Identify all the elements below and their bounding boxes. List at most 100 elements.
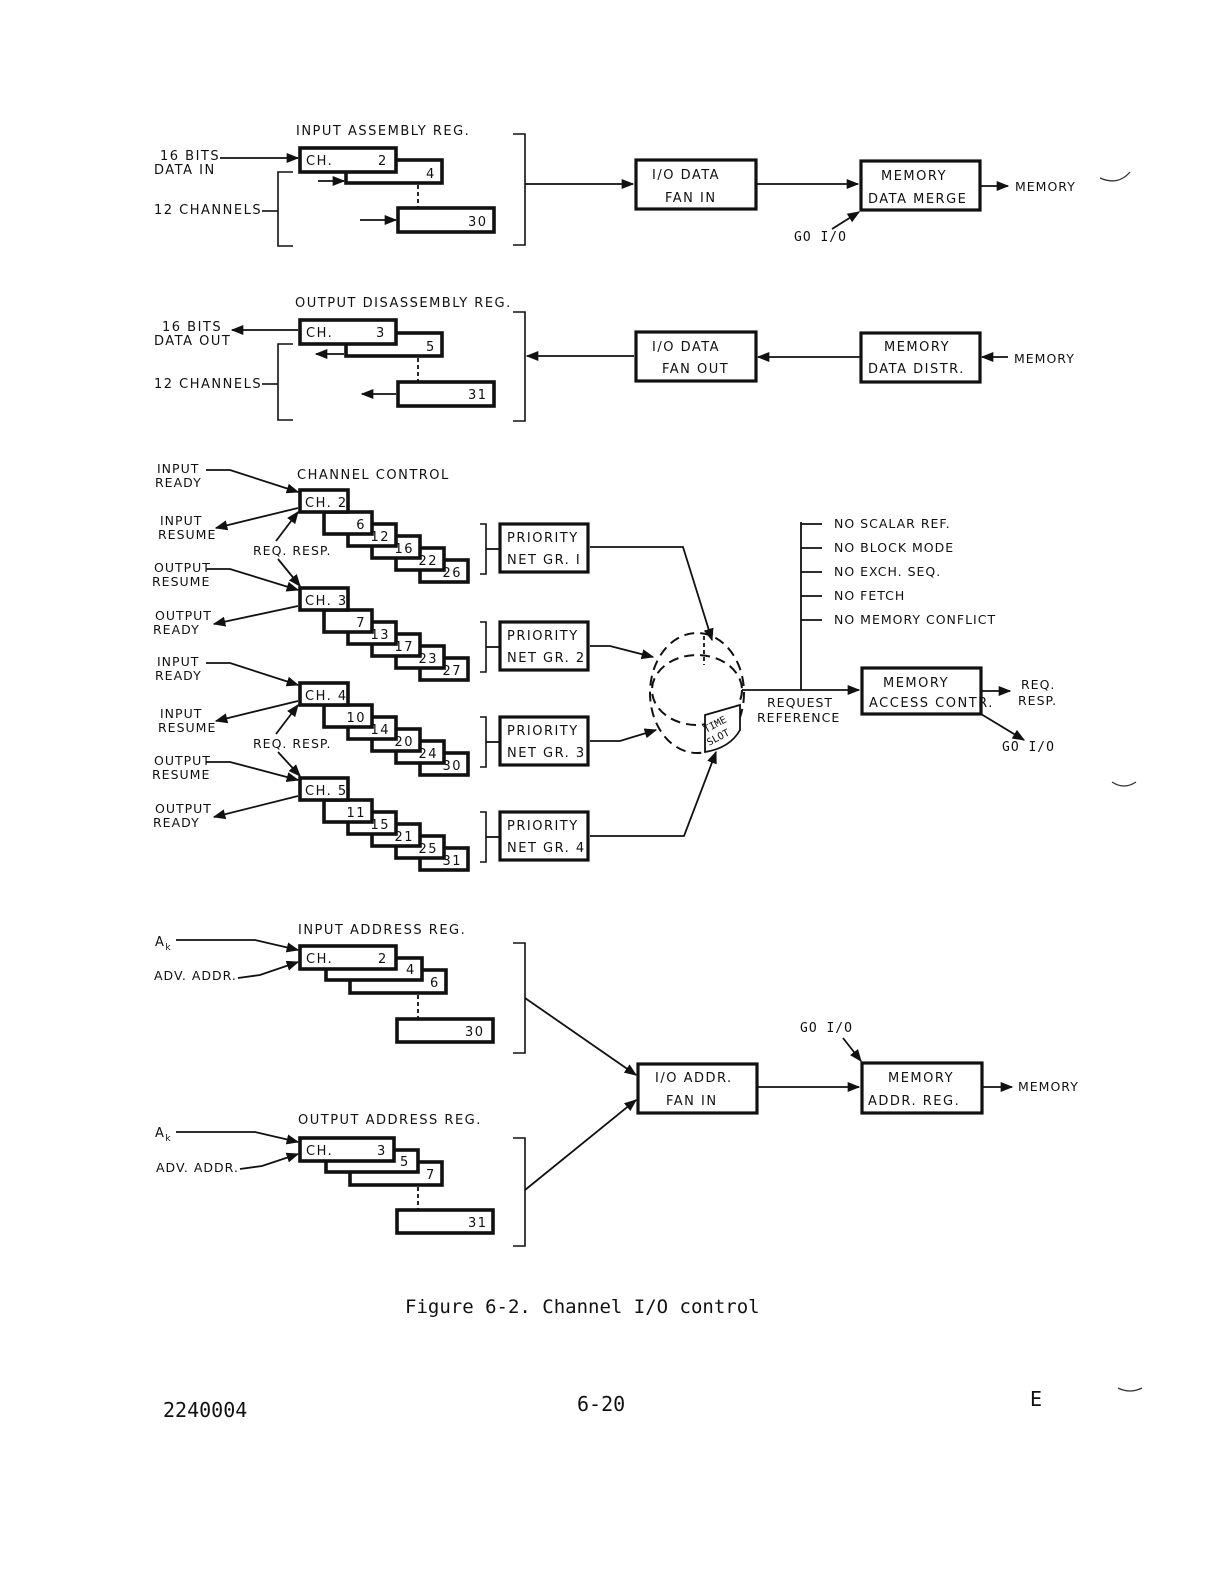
channel-first-register <box>298 681 350 707</box>
channel-number: 7 <box>356 616 366 631</box>
req-label: REQ. <box>1021 677 1055 692</box>
register-ch2 <box>298 146 398 174</box>
request-label: REQUEST <box>767 695 833 710</box>
register-number: 7 <box>426 1168 436 1183</box>
register-number: 2 <box>378 952 388 967</box>
req-resp-arrow <box>275 510 299 542</box>
channels-bracket <box>277 171 293 247</box>
net-group-label: NET GR. 3 <box>507 746 586 761</box>
register-ch3 <box>298 1136 396 1163</box>
input-ready-label: INPUT <box>157 461 199 476</box>
input-assembly-section: INPUT ASSEMBLY REG. 16 BITS DATA IN 12 C… <box>154 124 1076 247</box>
register-ch30 <box>396 206 496 234</box>
input-ready-arrow <box>206 662 300 687</box>
ak-label: Ak <box>155 1126 172 1144</box>
register-number: 4 <box>426 167 436 182</box>
input-resume-label: RESUME <box>158 527 216 542</box>
adv-addr-label: ADV. ADDR. <box>154 968 237 983</box>
register-ch31 <box>395 1208 495 1235</box>
gr4-to-timeslot <box>590 750 717 837</box>
channel-first-label: CH. 2 <box>305 496 348 511</box>
block-label: DATA MERGE <box>868 192 967 207</box>
ak-arrow <box>176 1131 300 1145</box>
block-label: FAN IN <box>665 191 717 206</box>
register-number: 30 <box>465 1025 485 1040</box>
channel-first-register <box>298 586 350 612</box>
block-label: I/O ADDR. <box>655 1071 733 1086</box>
req-resp-arrow <box>275 703 299 735</box>
register-prefix: CH. <box>306 1144 333 1159</box>
register-group-bracket <box>513 311 526 422</box>
output-resume-label: RESUME <box>152 767 210 782</box>
ak-arrow <box>176 939 300 953</box>
register-group-bracket <box>513 1137 526 1247</box>
address-section: INPUT ADDRESS REG. Ak ADV. ADDR. 6 4 CH.… <box>154 923 1078 1247</box>
data-out-label-1: 16 BITS <box>162 320 222 335</box>
net-group-label: NET GR. 4 <box>507 841 586 856</box>
input-ready-label: READY <box>155 475 202 490</box>
io-data-fan-out-block <box>634 330 758 383</box>
memory-access-contr-block <box>860 666 983 716</box>
register-number: 2 <box>378 154 388 169</box>
channel-number: 25 <box>418 842 438 857</box>
block-label: MEMORY <box>883 676 949 691</box>
adv-addr-arrow <box>237 960 300 979</box>
channel-number: 15 <box>370 818 390 833</box>
output-disassembly-section: OUTPUT DISASSEMBLY REG. 16 BITS DATA OUT… <box>154 296 1075 422</box>
block-label: ACCESS CONTR. <box>869 696 994 711</box>
req-resp-arrow <box>277 751 301 777</box>
priority-net-block <box>498 715 590 767</box>
go-io-arrow <box>831 211 861 230</box>
channel-first-label: CH. 5 <box>305 784 348 799</box>
channel-first-register <box>298 776 350 802</box>
priority-label: PRIORITY <box>507 724 579 739</box>
channel-number: 6 <box>356 518 366 533</box>
io-data-fan-in-block <box>634 158 758 211</box>
input-assembly-title: INPUT ASSEMBLY REG. <box>296 124 470 139</box>
register-ch31 <box>396 380 496 408</box>
margin-mark <box>1111 781 1137 787</box>
condition-label: NO SCALAR REF. <box>834 516 951 531</box>
register-prefix: CH. <box>306 154 333 169</box>
req-resp-label: REQ. RESP. <box>253 543 331 558</box>
channel-first-register <box>298 488 350 514</box>
channel-number: 26 <box>442 566 462 581</box>
ak-label: Ak <box>155 935 172 953</box>
register-number: 6 <box>430 976 440 991</box>
channel-number: 21 <box>394 830 414 845</box>
register-number: 3 <box>376 326 386 341</box>
priority-net-block <box>498 620 590 672</box>
register-ch3 <box>298 318 398 346</box>
memory-label: MEMORY <box>1015 179 1076 194</box>
input-ready-label: READY <box>155 668 202 683</box>
condition-label: NO MEMORY CONFLICT <box>834 612 996 627</box>
memory-label: MEMORY <box>1014 351 1075 366</box>
input-resume-label: RESUME <box>158 720 216 735</box>
block-label: MEMORY <box>888 1071 954 1086</box>
figure-caption: Figure 6-2. Channel I/O control <box>405 1296 760 1318</box>
channels-bracket <box>277 343 293 421</box>
output-ready-label: OUTPUT <box>155 608 212 623</box>
output-ready-label: READY <box>153 622 200 637</box>
io-addr-fan-in-block <box>636 1062 759 1115</box>
block-label: DATA DISTR. <box>868 362 965 377</box>
channel-number: 14 <box>370 723 390 738</box>
priority-bracket <box>480 716 487 768</box>
input-resume-arrow <box>214 507 299 531</box>
output-channels-label: 12 CHANNELS <box>154 377 262 392</box>
req-resp-label: REQ. RESP. <box>253 736 331 751</box>
output-resume-label: OUTPUT <box>154 560 211 575</box>
register-prefix: CH. <box>306 952 333 967</box>
channel-number: 23 <box>418 652 438 667</box>
go-io-arrow <box>842 1037 862 1062</box>
channel-signals: INPUTREADYINPUTRESUMEOUTPUTRESUMEOUTPUTR… <box>152 461 331 830</box>
channel-number: 10 <box>346 711 366 726</box>
go-io-label: GO I/O <box>1002 740 1055 755</box>
output-ready-label: READY <box>153 815 200 830</box>
channel-number: 22 <box>418 554 438 569</box>
data-out-label-2: DATA OUT <box>154 334 231 349</box>
register-number: 31 <box>468 1216 488 1231</box>
register-number: 4 <box>406 963 416 978</box>
register-number: 5 <box>426 340 436 355</box>
